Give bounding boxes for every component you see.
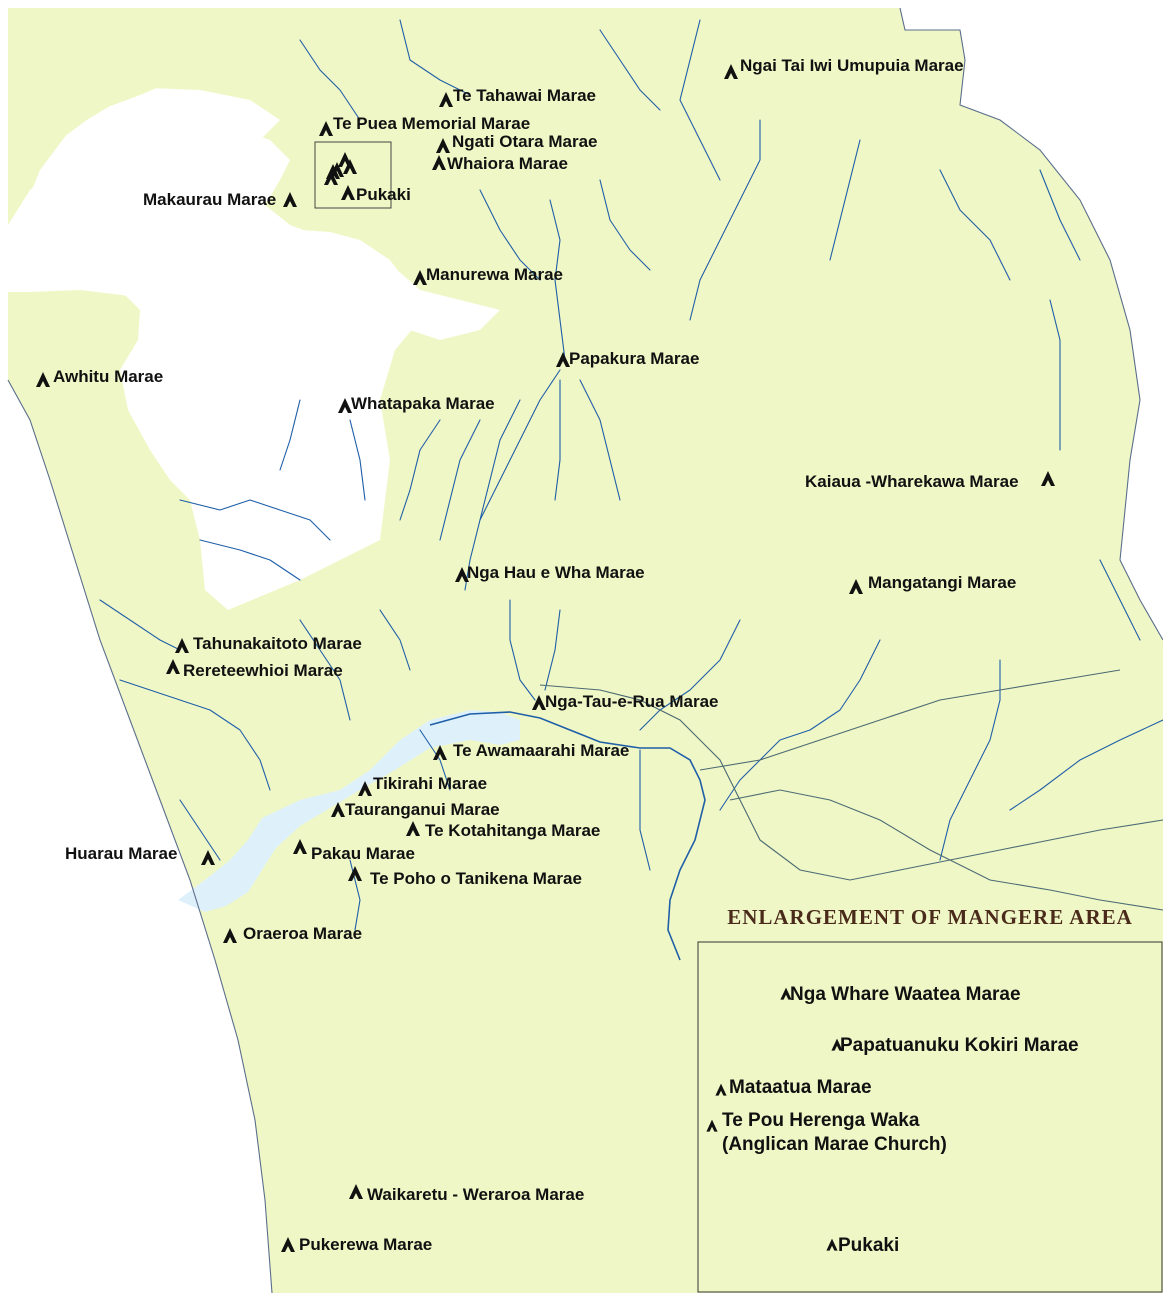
coastlines [7, 7, 1163, 1293]
mataatua-label: Mataatua Marae [729, 1077, 872, 1098]
mangere-box[interactable] [314, 141, 392, 209]
awhitu-marae-tent-icon[interactable] [36, 372, 50, 387]
te-awamaarahi-marae-tent-icon[interactable] [433, 745, 447, 760]
awhitu-label: Awhitu Marae [53, 367, 163, 386]
mangere-cluster-4-marae-tent-icon[interactable] [326, 164, 340, 179]
inset-pukaki-label: Pukaki [838, 1235, 899, 1256]
te-kotahitanga-marae-tent-icon[interactable] [406, 821, 420, 836]
papakura-label: Papakura Marae [569, 349, 699, 368]
te-poho-o-tanikena-label: Te Poho o Tanikena Marae [370, 869, 582, 888]
nga-tau-e-rua-label: Nga-Tau-e-Rua Marae [545, 692, 719, 711]
ngati-otara-label: Ngati Otara Marae [452, 132, 598, 151]
papakura-marae-tent-icon[interactable] [556, 352, 570, 367]
nga-whare-waatea-label: Nga Whare Waatea Marae [790, 984, 1021, 1005]
oraeroa-label: Oraeroa Marae [243, 924, 362, 943]
pukaki-marae-tent-icon[interactable] [341, 185, 355, 200]
tikirahi-label: Tikirahi Marae [373, 774, 487, 793]
tikirahi-marae-tent-icon[interactable] [358, 781, 372, 796]
pakau-label: Pakau Marae [311, 844, 415, 863]
te-tahawai-marae-tent-icon[interactable] [439, 92, 453, 107]
tahunakaitoto-label: Tahunakaitoto Marae [193, 634, 362, 653]
ngai-tai-iwi-umupuia-label: Ngai Tai Iwi Umupuia Marae [740, 56, 964, 75]
nga-whare-waatea-marae-tent-icon[interactable] [780, 987, 792, 1000]
ngati-otara-marae-tent-icon[interactable] [436, 138, 450, 153]
ngai-tai-iwi-umupuia-marae-tent-icon[interactable] [724, 64, 738, 79]
te-poho-o-tanikena-marae-tent-icon[interactable] [348, 866, 362, 881]
te-pou-herenga-waka-marae-tent-icon[interactable] [706, 1119, 718, 1132]
land-northwest [8, 8, 175, 215]
makaurau-marae-tent-icon[interactable] [283, 192, 297, 207]
papatuanuku-kokiri-label: Papatuanuku Kokiri Marae [840, 1035, 1079, 1056]
mangatangi-label: Mangatangi Marae [868, 573, 1016, 592]
mataatua-marae-tent-icon[interactable] [715, 1083, 727, 1096]
makaurau-label: Makaurau Marae [143, 190, 276, 209]
nga-hau-e-wha-label: Nga Hau e Wha Marae [467, 563, 645, 582]
river-network [99, 19, 1163, 961]
harbour [8, 118, 500, 450]
road-network [539, 669, 1163, 911]
pukerewa-marae-tent-icon[interactable] [281, 1237, 295, 1252]
kaiaua-wharekawa-marae-tent-icon[interactable] [1041, 471, 1055, 486]
inset-frame [697, 941, 1163, 1293]
te-awamaarahi-label: Te Awamaarahi Marae [453, 741, 629, 760]
anglican-marae-church-label: (Anglican Marae Church) [722, 1134, 947, 1155]
inset-title: ENLARGEMENT OF MANGERE AREA [727, 905, 1133, 929]
waikaretu-weraroa-label: Waikaretu - Weraroa Marae [367, 1185, 584, 1204]
papatuanuku-kokiri-marae-tent-icon[interactable] [831, 1038, 843, 1051]
tahunakaitoto-marae-tent-icon[interactable] [175, 638, 189, 653]
kaiaua-wharekawa-label: Kaiaua -Wharekawa Marae [805, 472, 1019, 491]
manurewa-marae-tent-icon[interactable] [413, 270, 427, 285]
rereteewhioi-marae-tent-icon[interactable] [166, 659, 180, 674]
mangatangi-marae-tent-icon[interactable] [849, 579, 863, 594]
pakau-marae-tent-icon[interactable] [293, 839, 307, 854]
mangere-cluster-3-marae-tent-icon[interactable] [343, 159, 357, 174]
te-pou-herenga-waka-label: Te Pou Herenga Waka [722, 1110, 920, 1131]
pukaki-label: Pukaki [356, 185, 411, 204]
te-puea-memorial-label: Te Puea Memorial Marae [333, 114, 530, 133]
label-layer: Ngai Tai Iwi Umupuia Marae Te Tahawai Mar… [53, 56, 1079, 1256]
te-tahawai-label: Te Tahawai Marae [453, 86, 596, 105]
pukerewa-label: Pukerewa Marae [299, 1235, 432, 1254]
marker-layer [36, 64, 1055, 1252]
whatapaka-marae-tent-icon[interactable] [338, 398, 352, 413]
te-kotahitanga-label: Te Kotahitanga Marae [425, 821, 600, 840]
mangere-cluster-0-marae-tent-icon[interactable] [324, 170, 338, 185]
nga-tau-e-rua-marae-tent-icon[interactable] [532, 695, 546, 710]
whaiora-label: Whaiora Marae [447, 154, 568, 173]
whaiora-marae-tent-icon[interactable] [432, 155, 446, 170]
huarau-label: Huarau Marae [65, 844, 177, 863]
estuary [178, 710, 520, 912]
whatapaka-label: Whatapaka Marae [351, 394, 495, 413]
tauranganui-label: Tauranganui Marae [345, 800, 500, 819]
tauranganui-marae-tent-icon[interactable] [331, 802, 345, 817]
oraeroa-marae-tent-icon[interactable] [223, 928, 237, 943]
huarau-marae-tent-icon[interactable] [201, 850, 215, 865]
te-puea-memorial-marae-tent-icon[interactable] [319, 121, 333, 136]
nga-hau-e-wha-marae-tent-icon[interactable] [455, 567, 469, 582]
manurewa-label: Manurewa Marae [426, 265, 563, 284]
inset-pukaki-marae-tent-icon[interactable] [826, 1238, 838, 1251]
waikaretu-weraroa-marae-tent-icon[interactable] [349, 1184, 363, 1199]
rereteewhioi-label: Rereteewhioi Marae [183, 661, 343, 680]
